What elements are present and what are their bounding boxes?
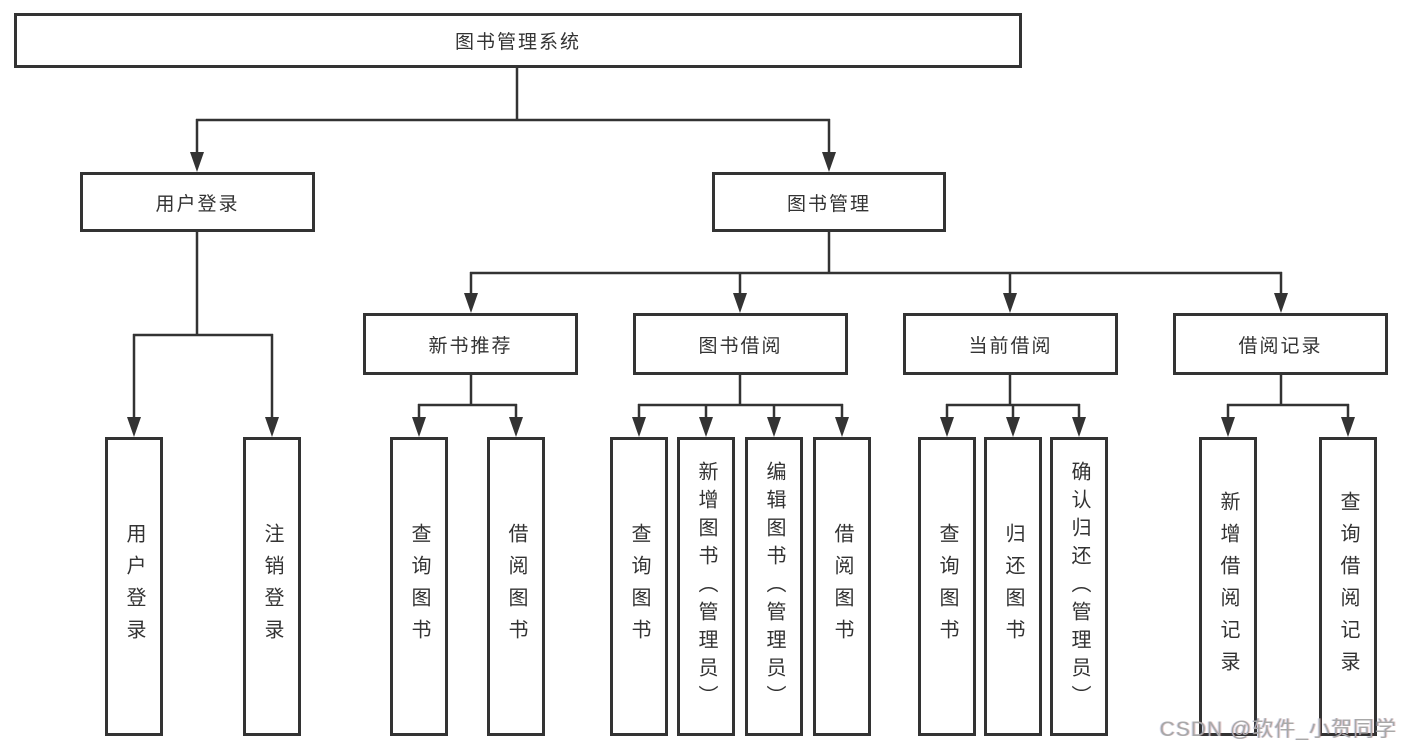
node-leaf-logout: 注销登录 (243, 437, 301, 736)
csdn-watermark: CSDN @软件_小贺同学 (1159, 718, 1397, 741)
node-leaf-user-login-label: 用户登录 (123, 522, 145, 651)
node-leaf-query-borrow-record-label: 查询借阅记录 (1337, 490, 1359, 683)
node-leaf-query-book-3: 查询图书 (918, 437, 976, 736)
node-leaf-query-book-2-label: 查询图书 (628, 522, 650, 651)
node-book-management: 图书管理 (712, 172, 946, 232)
node-root: 图书管理系统 (14, 13, 1022, 68)
node-borrowing-records: 借阅记录 (1173, 313, 1388, 375)
node-book-borrowing-label: 图书借阅 (698, 335, 783, 357)
node-leaf-query-book-3-label: 查询图书 (936, 522, 958, 651)
node-leaf-add-borrow-record: 新增借阅记录 (1199, 437, 1257, 736)
node-leaf-borrow-book-1-label: 借阅图书 (505, 522, 527, 651)
node-leaf-return-book-label: 归还图书 (1002, 522, 1024, 651)
node-leaf-borrow-book-2: 借阅图书 (813, 437, 871, 736)
node-leaf-edit-book-admin-label: 编辑图书（管理员） (763, 460, 785, 713)
node-leaf-user-login: 用户登录 (105, 437, 163, 736)
node-leaf-confirm-return-admin: 确认归还（管理员） (1050, 437, 1108, 736)
node-current-borrowing: 当前借阅 (903, 313, 1118, 375)
node-current-borrowing-label: 当前借阅 (968, 335, 1053, 357)
node-leaf-add-book-admin: 新增图书（管理员） (677, 437, 735, 736)
node-leaf-confirm-return-admin-label: 确认归还（管理员） (1068, 460, 1090, 713)
node-leaf-add-borrow-record-label: 新增借阅记录 (1217, 490, 1239, 683)
node-root-label: 图书管理系统 (454, 32, 581, 53)
node-leaf-query-book-2: 查询图书 (610, 437, 668, 736)
node-leaf-query-borrow-record: 查询借阅记录 (1319, 437, 1377, 736)
node-user-login-label: 用户登录 (155, 193, 240, 215)
node-leaf-borrow-book-1: 借阅图书 (487, 437, 545, 736)
node-leaf-query-book-1: 查询图书 (390, 437, 448, 736)
node-leaf-return-book: 归还图书 (984, 437, 1042, 736)
node-user-login: 用户登录 (80, 172, 315, 232)
node-book-borrowing: 图书借阅 (633, 313, 848, 375)
node-new-book-recommend-label: 新书推荐 (428, 335, 513, 357)
node-borrowing-records-label: 借阅记录 (1238, 335, 1323, 357)
node-leaf-add-book-admin-label: 新增图书（管理员） (695, 460, 717, 713)
node-leaf-logout-label: 注销登录 (261, 522, 283, 651)
node-leaf-borrow-book-2-label: 借阅图书 (831, 522, 853, 651)
node-leaf-query-book-1-label: 查询图书 (408, 522, 430, 651)
node-new-book-recommend: 新书推荐 (363, 313, 578, 375)
node-book-management-label: 图书管理 (786, 193, 871, 215)
node-leaf-edit-book-admin: 编辑图书（管理员） (745, 437, 803, 736)
